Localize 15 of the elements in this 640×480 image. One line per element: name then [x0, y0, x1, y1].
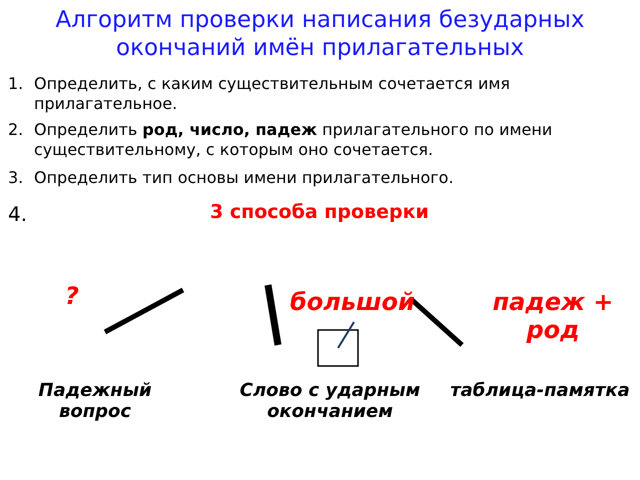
method-text: таблица-памятка: [450, 380, 630, 401]
slide-title: Алгоритм проверки написания безударных окончаний имён прилагательных: [54, 6, 586, 62]
method-text: Слово с ударным окончанием: [238, 380, 422, 422]
method-text: Падежный вопрос: [37, 380, 153, 422]
list-item-text: Определить тип основы имени прилагательного.: [34, 168, 455, 188]
list-item-text: Определить род, число, падеж прилагательного по имени существительному, с которым оно сочетается.: [34, 120, 554, 160]
section-heading: 3 способа проверки: [210, 202, 429, 222]
question-mark: ?: [65, 282, 79, 310]
list-number: 1.: [8, 74, 24, 93]
list-number: 2.: [8, 120, 24, 139]
example-word: большой: [290, 288, 415, 316]
list-item-text: Определить, с каким существительным сочетается имя прилагательное.: [34, 74, 512, 114]
list-number: 4.: [8, 202, 28, 226]
hint-text: падеж + род: [492, 288, 614, 344]
list-number: 3.: [8, 168, 24, 187]
